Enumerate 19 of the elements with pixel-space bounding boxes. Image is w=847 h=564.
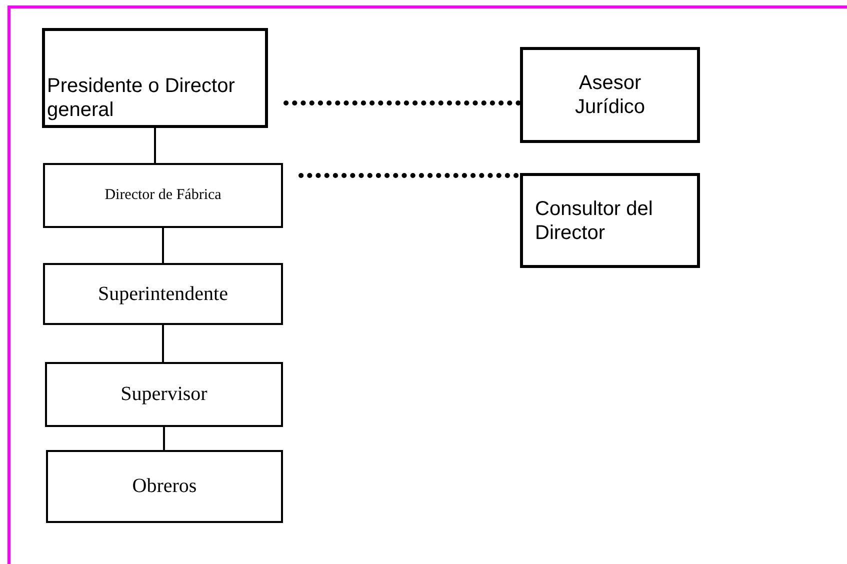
connector-line <box>154 128 156 163</box>
org-box <box>43 263 283 325</box>
box-label: Supervisor <box>120 383 208 406</box>
box-label: Consultor del Director <box>535 196 654 244</box>
box-label: Obreros <box>132 475 197 498</box>
connector-line <box>162 228 164 263</box>
org-box <box>520 47 700 143</box>
org-box <box>43 163 283 228</box>
box-label: Director de Fábrica <box>104 187 222 204</box>
org-box <box>520 173 700 268</box>
connector-line <box>163 427 165 450</box>
org-box <box>46 450 283 523</box>
org-box <box>45 362 283 427</box>
dotted-connector <box>284 100 522 106</box>
connector-line <box>162 325 164 362</box>
box-label: Presidente o Director general <box>47 74 236 122</box>
box-label: Superintendente <box>98 282 228 306</box>
org-box <box>42 28 268 128</box>
box-label: Asesor Jurídico <box>574 71 646 119</box>
